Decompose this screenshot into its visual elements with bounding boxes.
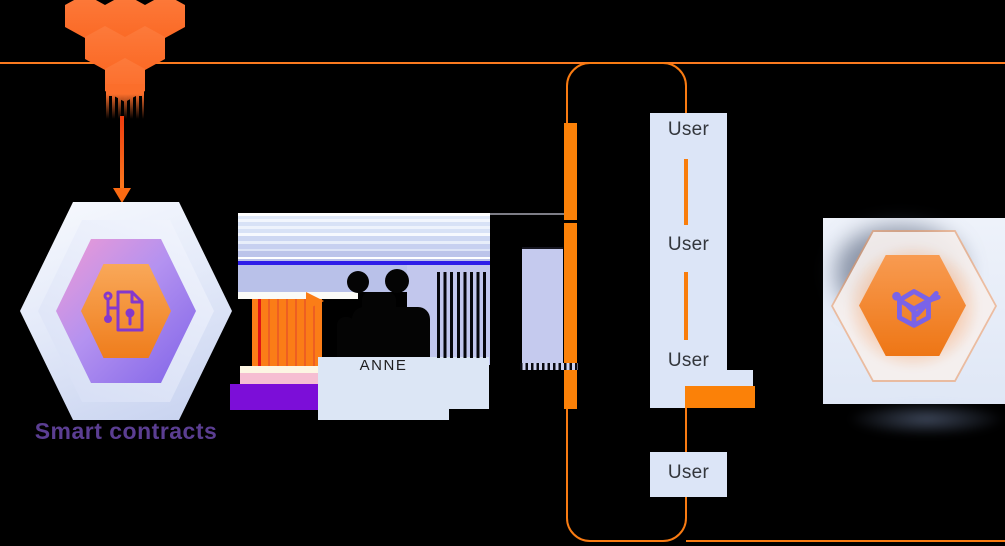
info-box-extension — [449, 357, 489, 409]
down-arrow-line — [120, 116, 124, 190]
smart-contracts-group: Smart contracts — [0, 195, 260, 455]
user-connector-dash-1 — [684, 159, 688, 225]
user-connector-dash-2 — [684, 272, 688, 340]
actor-name-label: ANNE — [359, 357, 408, 374]
smart-contracts-label: Smart contracts — [34, 418, 218, 444]
cream-strip — [240, 366, 320, 373]
thin-connector-line — [490, 213, 566, 215]
cluster-fade-block — [106, 84, 144, 96]
user-item-2: User — [667, 234, 710, 255]
hexagon-cluster-icon — [0, 0, 220, 130]
info-box — [318, 357, 449, 420]
orange-striped-block — [252, 299, 322, 368]
package-check-icon — [892, 289, 941, 328]
lavender-column — [522, 247, 563, 364]
red-stripe — [258, 299, 261, 368]
person-silhouette — [337, 269, 430, 372]
pink-strip — [240, 373, 320, 384]
down-arrow-head-icon — [113, 188, 131, 203]
right-arrow-head-icon — [306, 292, 324, 310]
right-panel-underglow — [848, 402, 1005, 436]
bottom-flow-line — [686, 540, 1005, 542]
white-strip — [238, 292, 358, 299]
channel-progress-gap — [564, 220, 577, 223]
user-item-4: User — [667, 462, 710, 483]
cluster-fade-mask — [106, 94, 144, 121]
user-item-1: User — [667, 119, 710, 140]
user-item-3: User — [667, 350, 710, 371]
tick-strip — [520, 363, 578, 370]
user-column-panel — [650, 113, 727, 408]
horizontal-flow-line — [0, 62, 1005, 64]
channel-progress-bar — [564, 123, 577, 409]
user-column-extension — [727, 370, 753, 386]
purple-block — [230, 384, 318, 410]
user-box-4 — [650, 452, 727, 497]
smart-contract-icon — [103, 290, 144, 332]
barcode-stripes — [437, 272, 490, 358]
user-output-bar — [685, 386, 755, 408]
